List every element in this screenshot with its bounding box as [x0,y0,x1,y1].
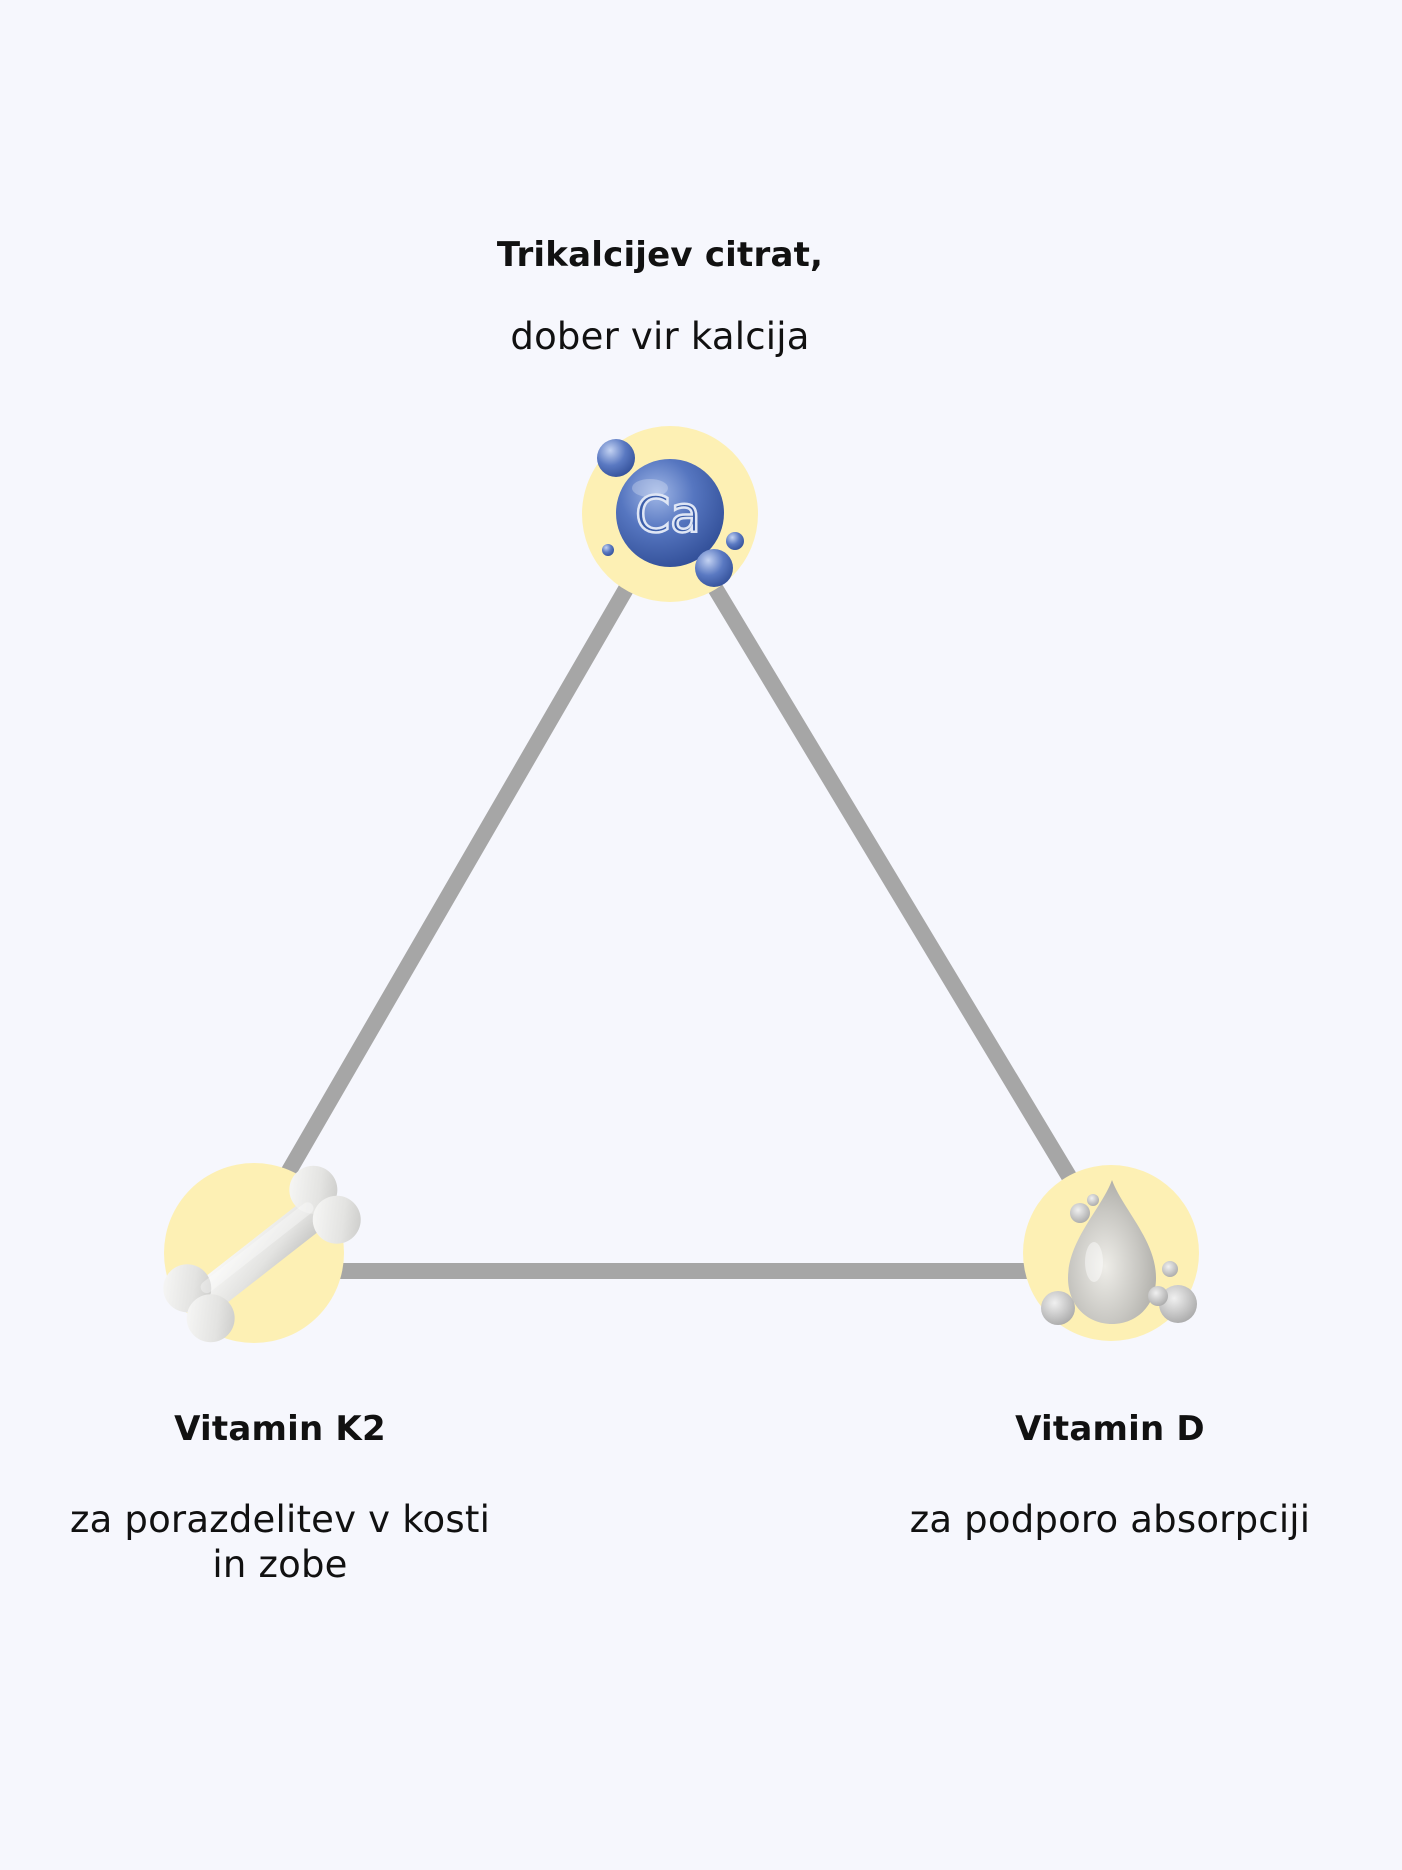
vitamin-d-node [1023,1165,1199,1341]
vitamin-k2-node [163,1163,361,1343]
vitamin-k2-title: Vitamin K2 [174,1409,386,1449]
calcium-ca-icon: Ca [597,439,744,587]
calcium-title: Trikalcijev citrat, [496,235,824,275]
edge-calcium-to-d [663,508,1107,1233]
calcium-description: dober vir kalcija [510,315,810,358]
calcium-symbol: Ca [635,486,701,544]
calcium-node: Ca [582,426,758,602]
edge-calcium-to-k2 [249,508,677,1233]
vitamin-d-title: Vitamin D [1015,1409,1205,1449]
vitamin-d-description: za podporo absorpciji [909,1498,1311,1541]
vitamin-k2-description: za porazdelitev v kosti in zobe [69,1498,491,1586]
bone-icon [163,1165,361,1343]
water-drop-icon [1041,1180,1197,1325]
